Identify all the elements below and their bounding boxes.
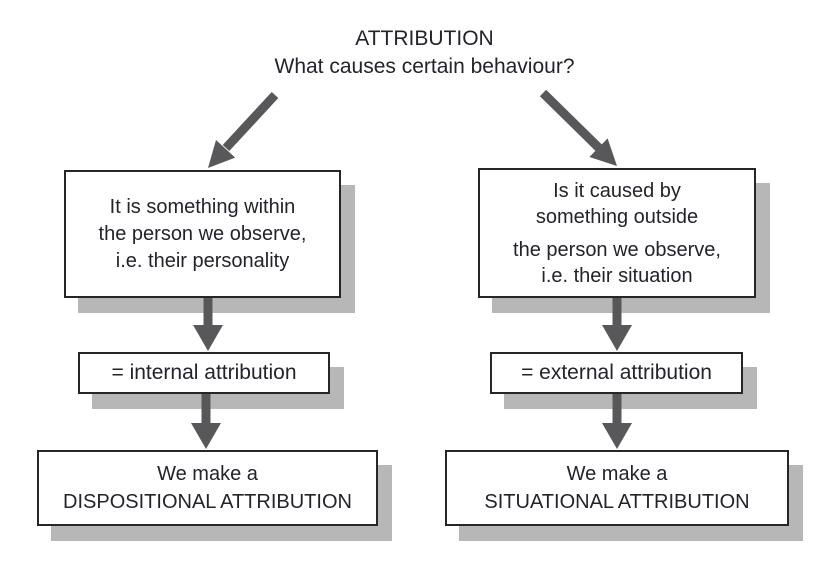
arrow-down-icon (191, 394, 221, 449)
cause-box-external-line: the person we observe, (513, 238, 721, 261)
arrow-down-left-icon (208, 91, 279, 168)
cause-box-external-line: Is it caused by (553, 179, 681, 202)
diagram-title: ATTRIBUTION What causes certain behaviou… (7, 25, 835, 81)
arrow-down-right-icon (539, 89, 617, 166)
cause-box-internal-line: It is something within (109, 195, 296, 218)
result-box-internal-line: DISPOSITIONAL ATTRIBUTION (63, 491, 352, 513)
arrow-down-icon (602, 298, 632, 351)
cause-box-external: Is it caused by something outside the pe… (478, 168, 756, 298)
cause-box-external-line: i.e. their situation (541, 264, 693, 287)
arrow-down-icon (602, 394, 632, 449)
label-box-internal: = internal attribution (78, 352, 330, 394)
cause-box-internal-line: i.e. their personality (115, 249, 290, 272)
result-box-internal: We make a DISPOSITIONAL ATTRIBUTION (37, 450, 378, 526)
diagram-title-line1: ATTRIBUTION (355, 27, 494, 50)
label-box-external: = external attribution (490, 352, 743, 394)
cause-box-internal: It is something within the person we obs… (64, 170, 341, 298)
result-box-external: We make a SITUATIONAL ATTRIBUTION (445, 450, 789, 526)
cause-box-external-line: something outside (535, 205, 699, 228)
result-box-external-line: We make a (566, 463, 668, 485)
diagram-title-line2: What causes certain behaviour? (274, 55, 575, 78)
label-box-external-text: = external attribution (521, 361, 712, 384)
label-box-internal-text: = internal attribution (111, 361, 297, 384)
arrow-down-icon (193, 298, 223, 351)
result-box-internal-line: We make a (157, 463, 258, 485)
cause-box-internal-line: the person we observe, (98, 222, 307, 245)
result-box-external-line: SITUATIONAL ATTRIBUTION (484, 491, 750, 513)
